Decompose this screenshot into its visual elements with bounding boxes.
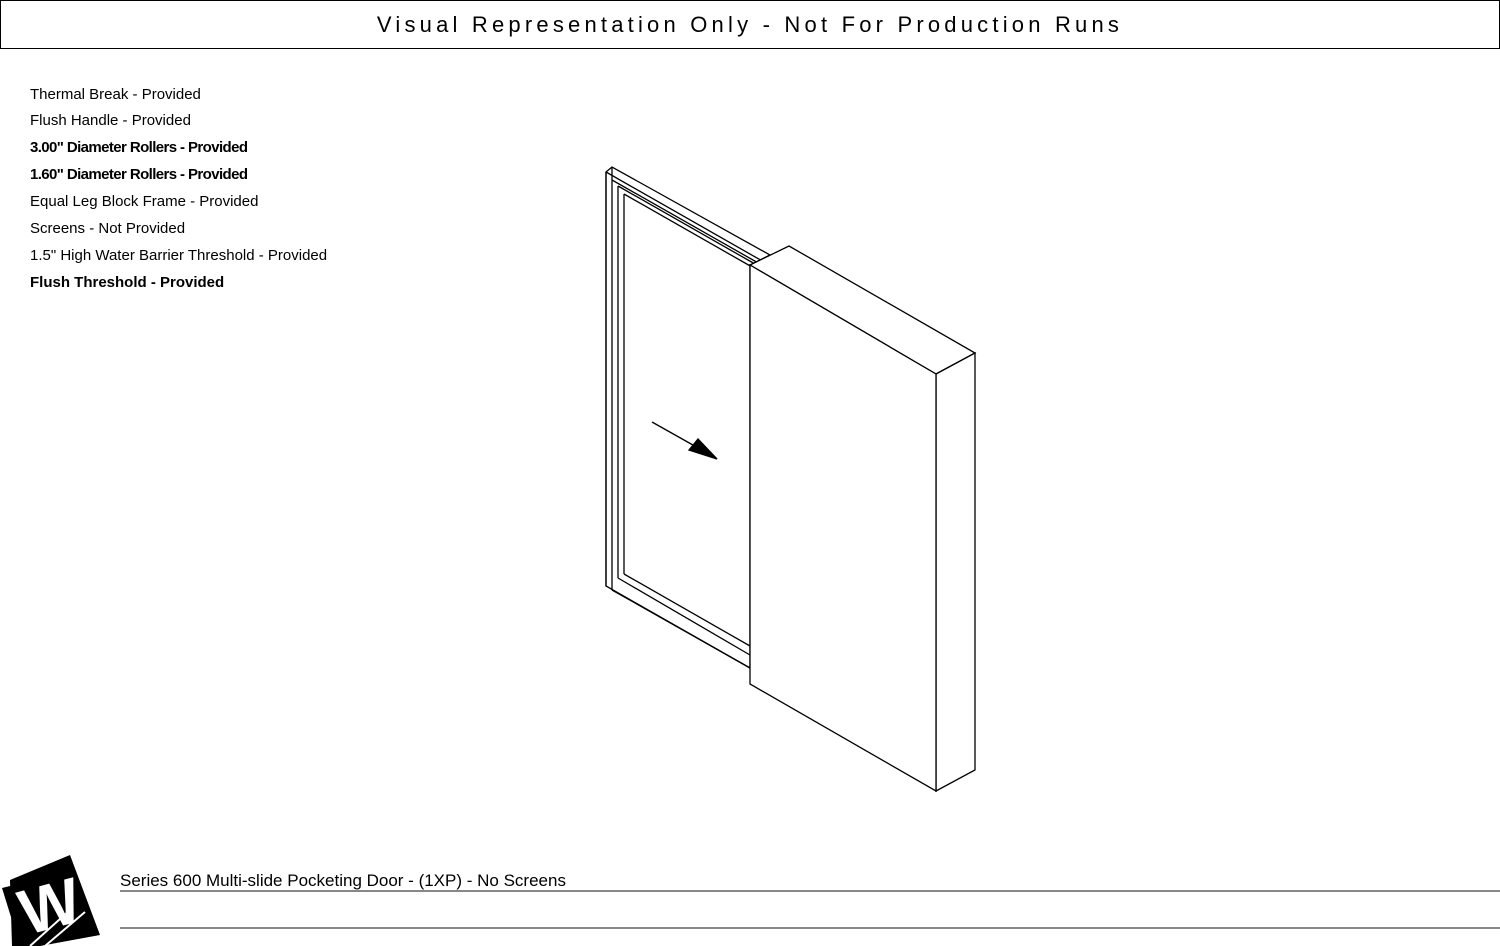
spec-rollers: 3.00" Diameter Rollers - Provided: [30, 139, 248, 156]
spec-frame: Equal Leg Block Frame - Provided: [30, 193, 259, 210]
spec-threshold-alt: Flush Threshold - Provided: [30, 274, 225, 291]
drawing-title: Series 600 Multi-slide Pocketing Door - …: [120, 871, 566, 890]
spec-thermal-break: Thermal Break - Provided: [30, 86, 201, 103]
spec-screens: Screens - Not Provided: [30, 220, 186, 237]
title-underline: [120, 890, 1500, 892]
spec-threshold: 1.5" High Water Barrier Threshold - Prov…: [30, 247, 328, 264]
arrow-right-icon: [651, 421, 718, 460]
pocket-box: [748, 245, 977, 793]
door-frame: [605, 166, 772, 670]
disclaimer-banner: Visual Representation Only - Not For Pro…: [0, 0, 1500, 49]
footer-rule: [120, 927, 1500, 929]
disclaimer-text: Visual Representation Only - Not For Pro…: [376, 11, 1124, 37]
spec-rollers-alt: 1.60" Diameter Rollers - Provided: [30, 166, 248, 183]
company-logo: W: [2, 855, 100, 946]
spec-flush-handle: Flush Handle - Provided: [30, 112, 191, 129]
